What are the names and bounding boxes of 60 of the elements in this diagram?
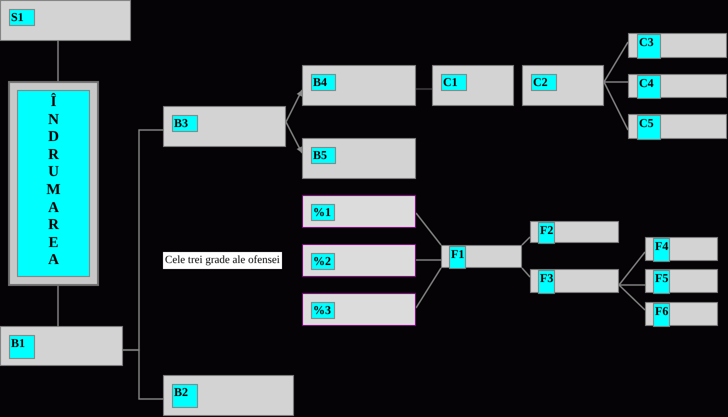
- grade-box: [302, 293, 416, 326]
- process-box: [645, 237, 718, 261]
- process-box: [163, 375, 294, 416]
- node-label: C1: [441, 74, 467, 91]
- connector-line: [603, 82, 629, 130]
- process-box: [628, 74, 727, 98]
- process-box: [522, 65, 604, 106]
- process-box: [432, 65, 514, 106]
- process-box: [645, 302, 718, 326]
- connector-line: [416, 259, 441, 261]
- process-box: [628, 114, 727, 139]
- node-label: C3: [637, 34, 661, 59]
- connector-line: [123, 349, 163, 400]
- node-label: F2: [538, 222, 555, 244]
- arrow: [285, 122, 303, 154]
- process-box: [441, 245, 522, 268]
- process-box: [0, 326, 123, 366]
- process-box: [302, 138, 416, 179]
- process-box: [530, 221, 619, 243]
- node-label: C2: [531, 74, 557, 91]
- note-text: Cele trei grade ale ofensei: [163, 252, 282, 269]
- node-label: B2: [172, 384, 198, 408]
- node-label: B1: [9, 335, 35, 359]
- node-label: B4: [311, 74, 336, 91]
- arrow: [285, 90, 303, 122]
- process-box: [628, 33, 727, 58]
- connector-line: [521, 268, 531, 278]
- node-label: %3: [311, 302, 335, 319]
- connector-line: [415, 268, 442, 308]
- node-label: S1: [9, 9, 35, 26]
- node-label: B5: [311, 147, 336, 164]
- connector-line: [57, 286, 59, 326]
- process-box: [302, 65, 416, 106]
- process-box: [163, 106, 286, 147]
- node-label: F4: [653, 238, 670, 262]
- connector-line: [415, 212, 442, 246]
- grade-box: [302, 244, 416, 277]
- connector-line: [603, 42, 629, 82]
- connector-line: [618, 284, 646, 311]
- connector-line: [619, 284, 645, 286]
- process-box: [0, 0, 131, 41]
- connector-line: [416, 88, 432, 90]
- process-box: [530, 269, 619, 293]
- node-label: %1: [311, 204, 335, 221]
- node-label: F6: [653, 303, 670, 327]
- node-label: F3: [538, 270, 555, 294]
- title-frame: [8, 81, 99, 286]
- connector-line: [618, 252, 646, 286]
- node-label: %2: [311, 253, 335, 270]
- grade-box: [302, 195, 416, 228]
- node-label: F5: [653, 270, 670, 294]
- node-label: C4: [637, 75, 661, 99]
- node-label: B3: [172, 115, 198, 132]
- vertical-title: ÎNDRUMAREA: [46, 94, 61, 270]
- connector-line: [57, 41, 59, 81]
- node-label: F1: [449, 246, 466, 269]
- node-label: C5: [637, 115, 661, 140]
- process-box: [645, 269, 718, 293]
- connector-line: [604, 81, 628, 83]
- connector-line: [521, 236, 531, 246]
